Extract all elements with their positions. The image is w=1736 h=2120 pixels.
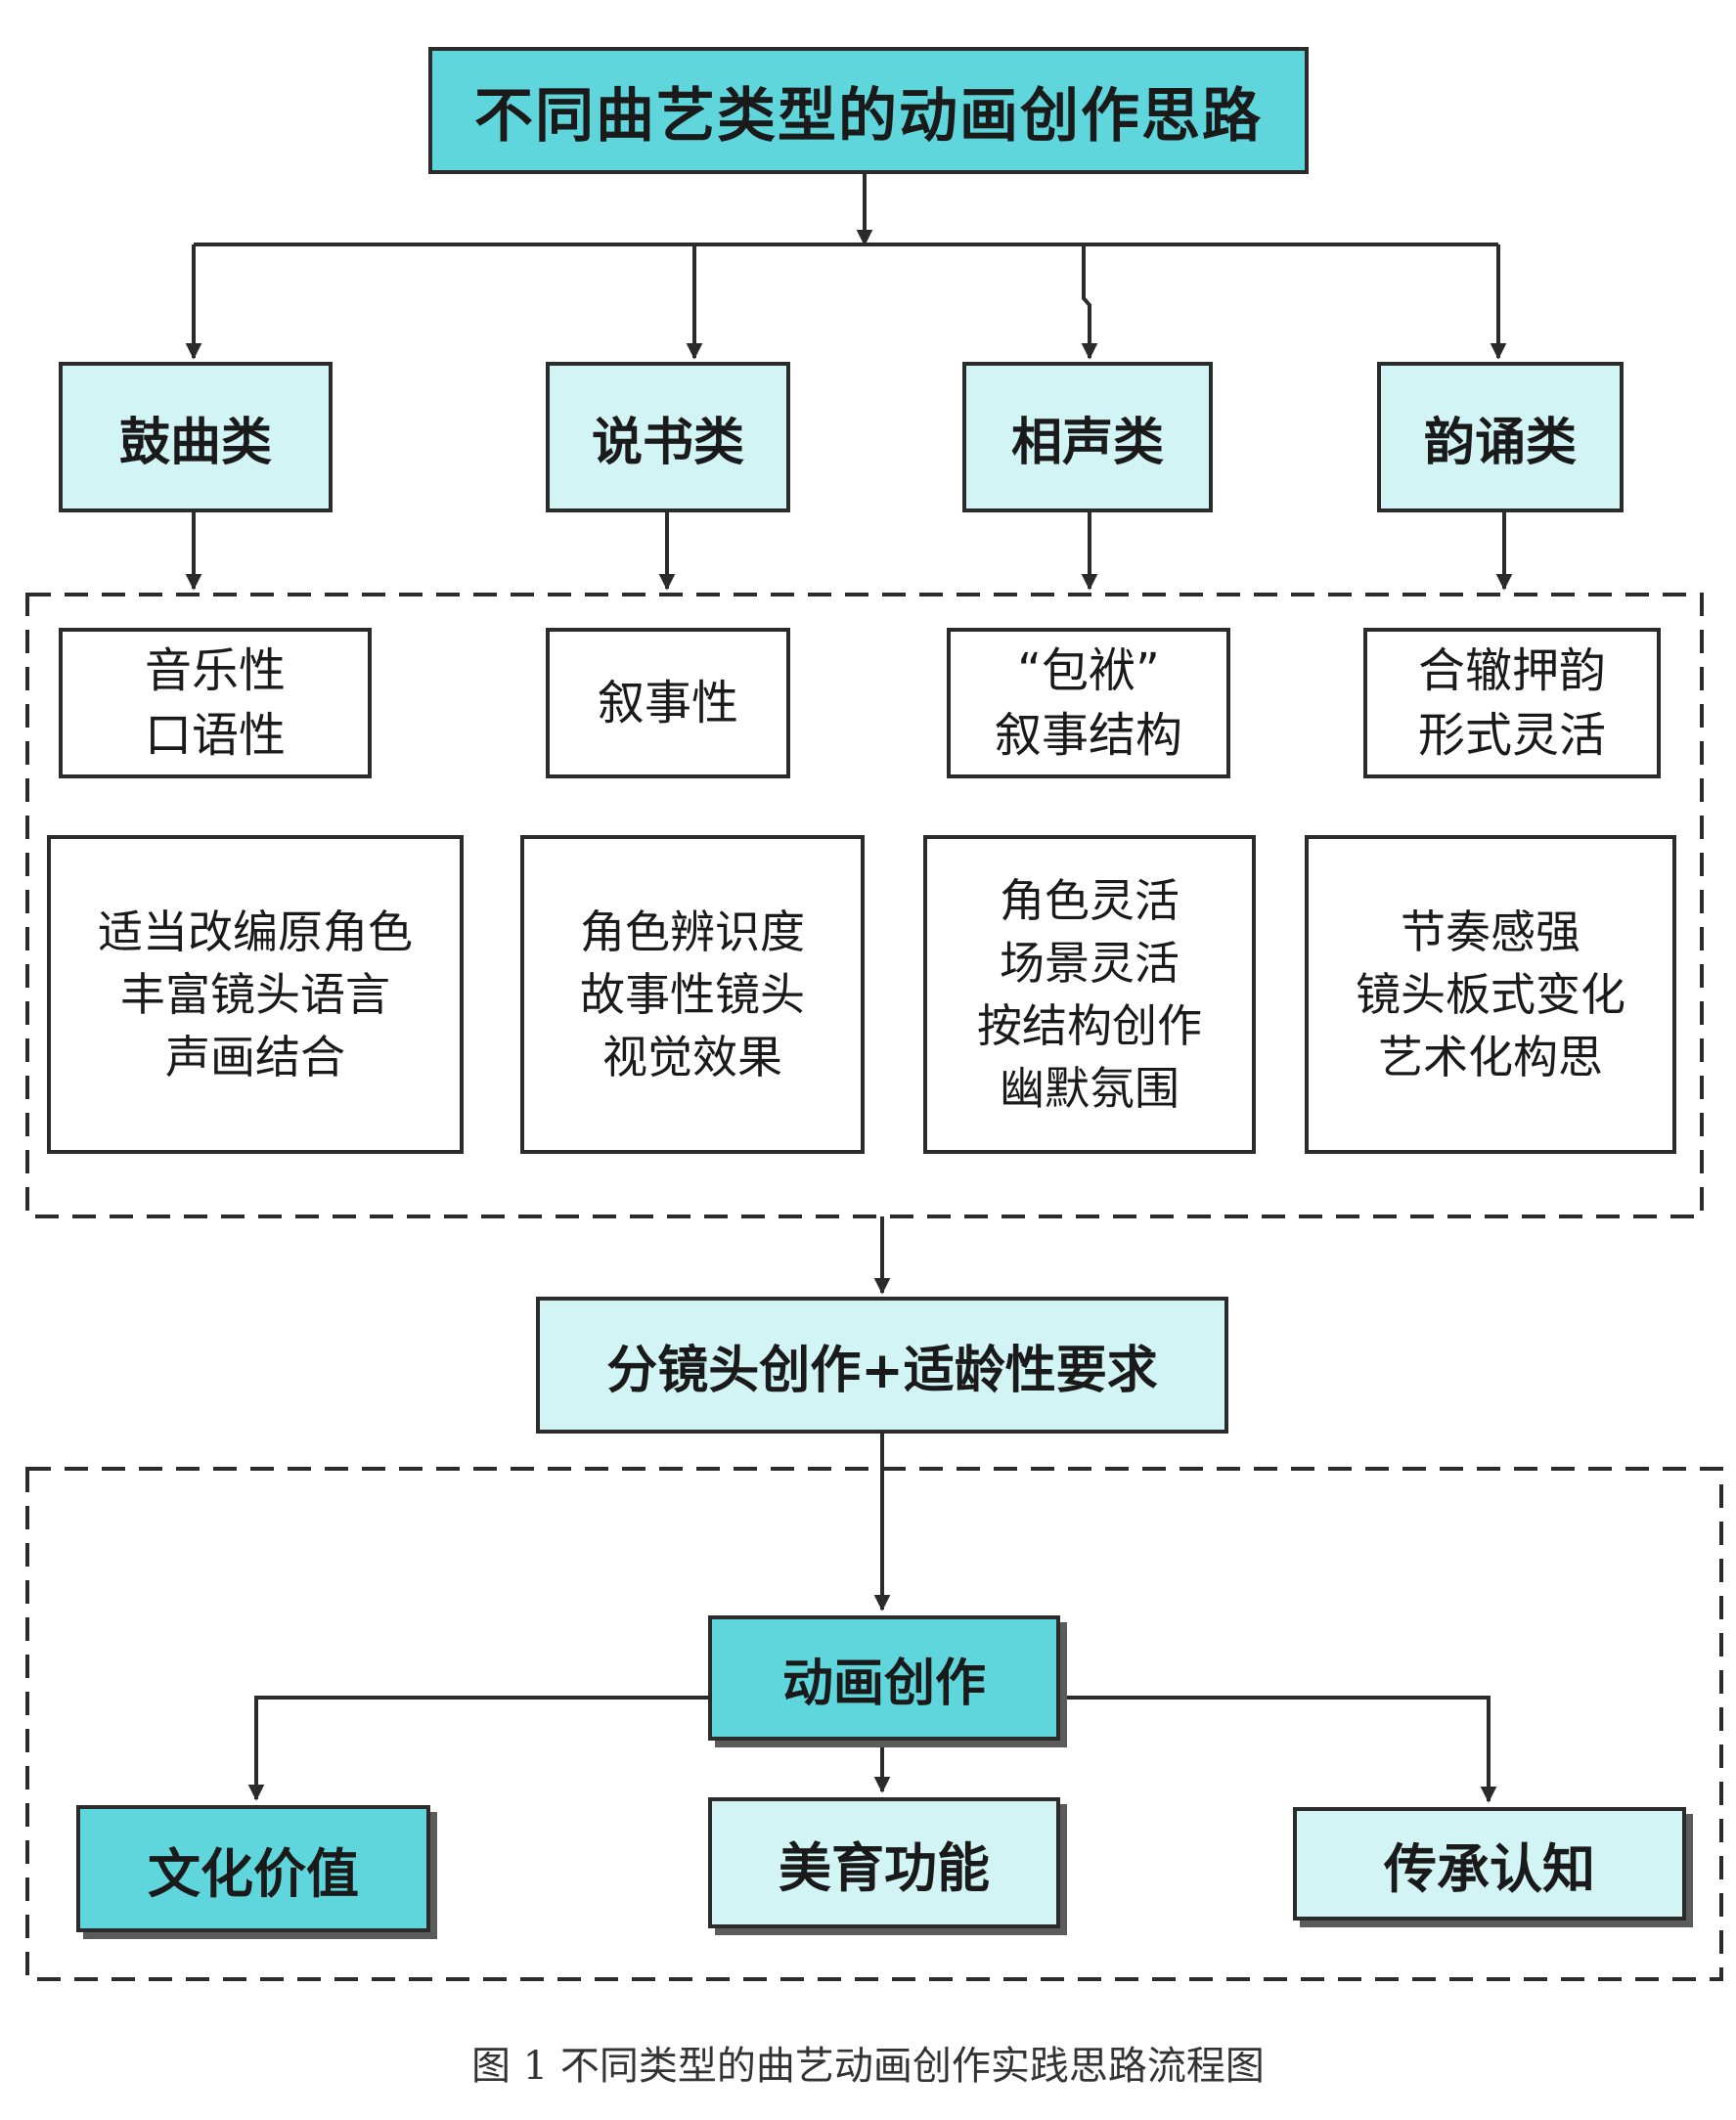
technique-node-4: 节奏感强 镜头板式变化 艺术化构思 <box>1305 835 1676 1154</box>
outcomes-group-frame <box>25 1467 1723 1981</box>
feature-node-1: 音乐性 口语性 <box>59 628 372 778</box>
arrow-to-outcome-1 <box>247 1696 708 1801</box>
process-node: 分镜头创作+适龄性要求 <box>536 1297 1228 1434</box>
outcome-node-3: 传承认知 <box>1293 1807 1686 1921</box>
feature-node-3: “包袱” 叙事结构 <box>947 628 1230 778</box>
arrow-to-category-3 <box>1081 244 1098 360</box>
technique-node-1: 适当改编原角色 丰富镜头语言 声画结合 <box>47 835 464 1154</box>
feature-node-2: 叙事性 <box>546 628 790 778</box>
features-group-frame <box>25 593 1704 1218</box>
figure-caption: 图 1 不同类型的曲艺动画创作实践思路流程图 <box>471 2044 1265 2089</box>
category-node-2: 说书类 <box>546 362 790 512</box>
outcome-node-1: 文化价值 <box>76 1805 430 1932</box>
technique-node-3: 角色灵活 场景灵活 按结构创作 幽默氛围 <box>923 835 1256 1154</box>
feature-node-4: 合辙押韵 形式灵活 <box>1363 628 1661 778</box>
arrow-to-outcome-3 <box>1060 1696 1497 1803</box>
root-node: 不同曲艺类型的动画创作思路 <box>428 47 1309 174</box>
outcome-node-2: 美育功能 <box>708 1797 1060 1928</box>
category-node-3: 相声类 <box>962 362 1213 512</box>
creation-node: 动画创作 <box>708 1615 1060 1741</box>
technique-node-2: 角色辨识度 故事性镜头 视觉效果 <box>520 835 865 1154</box>
category-node-1: 鼓曲类 <box>59 362 333 512</box>
category-node-4: 韵诵类 <box>1377 362 1624 512</box>
